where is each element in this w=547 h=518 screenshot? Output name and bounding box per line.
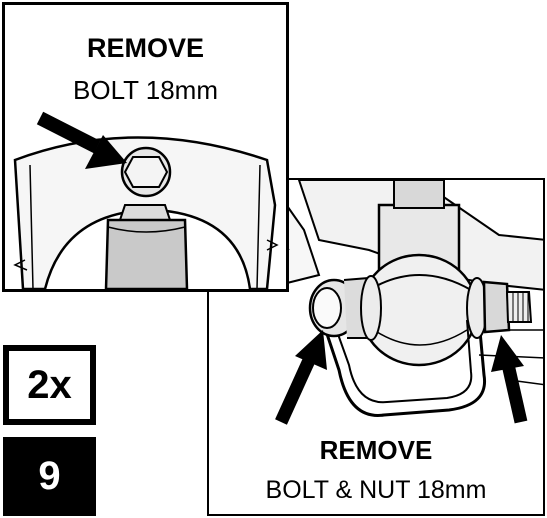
- upper-mount-panel: REMOVE BOLT 18mm: [2, 2, 289, 292]
- mount-bracket: [312, 294, 487, 417]
- arrow-upper-bolt-icon: [36, 111, 127, 169]
- arrow-bolt-icon: [275, 330, 327, 425]
- arrow-nut-icon: [491, 335, 528, 424]
- upper-bracket: [13, 136, 277, 289]
- upper-mount-subtitle: BOLT 18mm: [73, 75, 218, 105]
- upper-mount-illustration: [13, 111, 279, 289]
- lower-mount-illustration: [209, 180, 543, 425]
- nut: [482, 280, 511, 334]
- washer-left: [360, 275, 382, 341]
- shock-top: [104, 218, 189, 289]
- lower-mount-subtitle: BOLT & NUT 18mm: [265, 476, 487, 504]
- step-number-badge: 9: [3, 437, 96, 516]
- upper-mount-title: REMOVE: [86, 33, 205, 63]
- bolt-thread: [505, 291, 533, 323]
- lower-mount-panel: REMOVE BOLT & NUT 18mm: [207, 178, 545, 516]
- lower-mount-title: REMOVE: [319, 435, 433, 465]
- quantity-badge: 2x: [3, 345, 96, 425]
